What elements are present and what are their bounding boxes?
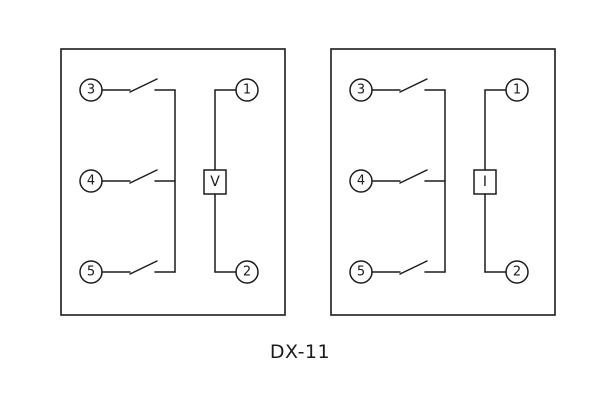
contact-row-3: 3: [79, 78, 176, 102]
terminal-number: 4: [357, 174, 365, 189]
contact-row-5: 5: [349, 260, 446, 284]
meter-branch: 1 I 2: [473, 78, 529, 284]
contact-row-3: 3: [349, 78, 446, 102]
terminal-number: 3: [87, 83, 95, 98]
terminal-number: 1: [513, 83, 521, 98]
terminal-circle: [235, 260, 259, 284]
contact-row-4: 4: [79, 169, 176, 193]
switch-blade: [129, 169, 158, 184]
panel-frame: [60, 48, 286, 316]
panel-frame: [330, 48, 556, 316]
switch-blade: [399, 169, 428, 184]
contact-row-4: 4: [349, 169, 446, 193]
switch-blade: [129, 260, 158, 275]
switch-blade: [129, 78, 158, 93]
model-label: DX-11: [269, 341, 331, 363]
terminal-number: 5: [87, 265, 95, 280]
terminal-number: 4: [87, 174, 95, 189]
contact-row-5: 5: [79, 260, 176, 284]
panel-voltage-element: 3 4 5 1 V 2: [60, 48, 286, 316]
terminal-number: 1: [243, 83, 251, 98]
panel-current-element: 3 4 5 1 I 2: [330, 48, 556, 316]
terminal-number: 2: [513, 265, 521, 280]
terminal-number: 5: [357, 265, 365, 280]
terminal-number: 3: [357, 83, 365, 98]
switch-blade: [399, 78, 428, 93]
terminal-circle: [505, 260, 529, 284]
terminal-number: 2: [243, 265, 251, 280]
switch-blade: [399, 260, 428, 275]
meter-symbol: I: [483, 174, 487, 190]
meter-branch: 1 V 2: [203, 78, 259, 284]
meter-symbol: V: [210, 174, 220, 190]
